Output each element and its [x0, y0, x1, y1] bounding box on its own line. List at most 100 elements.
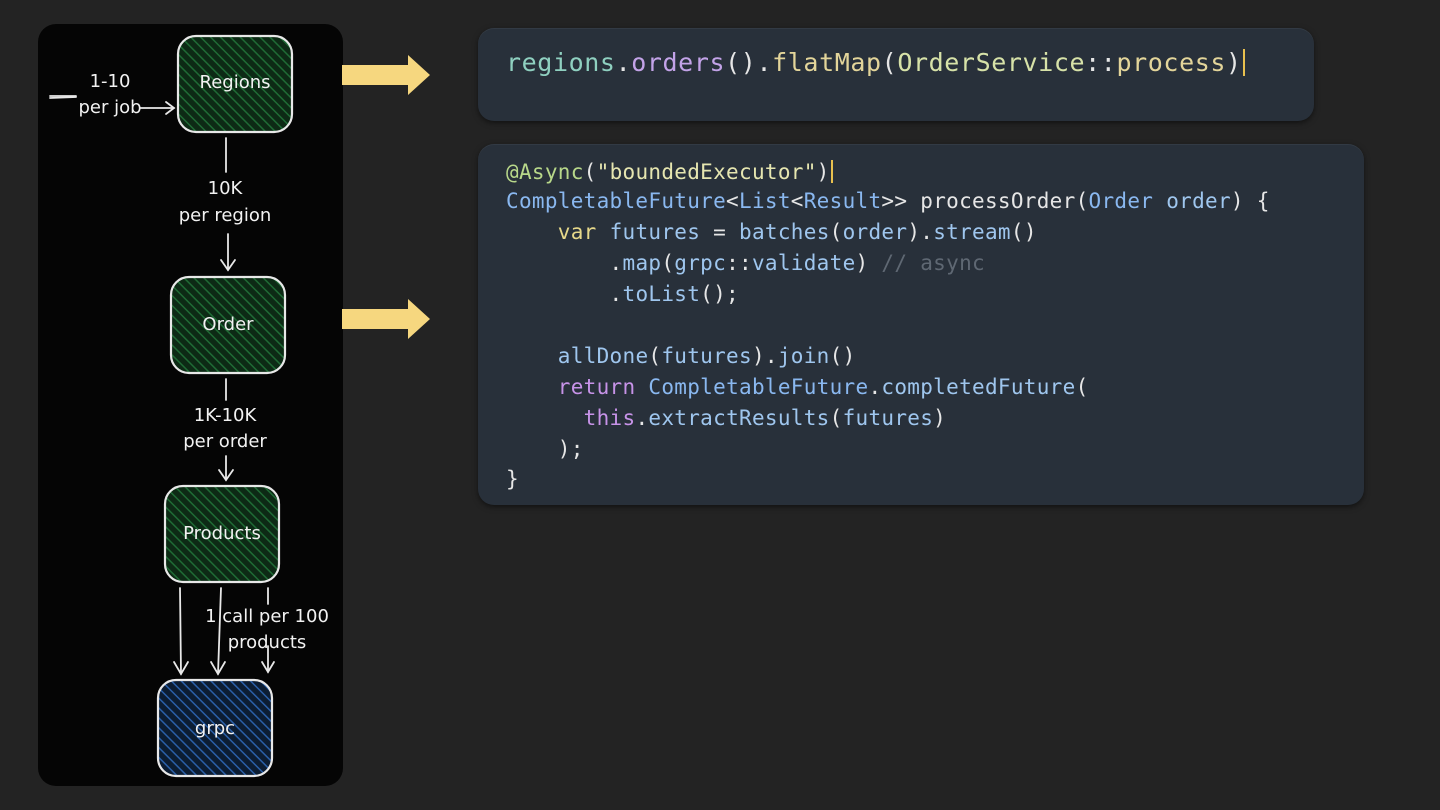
code-token: List: [739, 189, 791, 213]
code-token: =: [700, 220, 740, 244]
code-line: .map(grpc::validate) // async: [506, 251, 985, 275]
right-arrow-icon: [342, 299, 430, 339]
code-token: @Async: [506, 160, 584, 184]
edge-label-1-call-per-100: 1 call per 100: [205, 606, 329, 627]
edge-regions-to-order: [220, 137, 236, 272]
code-token: (): [829, 344, 856, 368]
code-token: (: [661, 251, 675, 275]
edge-products-to-grpc: [173, 587, 275, 676]
code-token: [506, 406, 584, 430]
code-line: allDone(futures).join(): [506, 344, 856, 368]
edge-order-to-products: [218, 378, 234, 482]
code-token: Result: [803, 189, 882, 213]
code-token: (): [1010, 220, 1037, 244]
code-token: ();: [700, 282, 740, 306]
code-token: .: [506, 282, 623, 306]
code-token: ::: [726, 251, 752, 275]
code-line: regions.orders().flatMap(OrderService::p…: [506, 48, 1245, 77]
code-token: >>: [881, 189, 921, 213]
code-token: regions: [506, 48, 616, 77]
code-token: toList: [622, 282, 701, 306]
code-token: grpc: [674, 251, 727, 275]
code-token: );: [506, 437, 584, 461]
code-token: var: [557, 220, 597, 244]
node-regions-label: Regions: [200, 72, 271, 93]
code-line: .toList();: [506, 282, 739, 306]
code-token: ::: [1085, 48, 1117, 77]
code-token: flatMap: [772, 48, 882, 77]
code-token: join: [777, 344, 830, 368]
code-token: ): [933, 406, 947, 430]
flow-diagram-panel: Regions Order Products grpc 1-10 per job: [38, 24, 343, 786]
text-cursor: [830, 160, 833, 184]
code-token: (: [829, 220, 843, 244]
code-token: [506, 344, 558, 368]
code-token: (): [725, 48, 757, 77]
code-line: );: [506, 437, 584, 461]
code-token: Order: [1088, 189, 1154, 213]
code-token: }: [506, 467, 519, 491]
code-token: .: [615, 48, 632, 77]
code-token: return: [557, 375, 636, 399]
code-token: [597, 220, 610, 244]
code-token: <: [790, 189, 804, 213]
code-token: batches: [739, 220, 830, 244]
edge-label-1k-10k: 1K-10K: [194, 405, 258, 426]
code-line: return CompletableFuture.completedFuture…: [506, 375, 1089, 399]
code-token: order: [842, 220, 908, 244]
code-token: (: [881, 48, 898, 77]
code-token: [1153, 189, 1166, 213]
text-cursor: [1242, 48, 1245, 76]
node-products: Products: [163, 484, 281, 584]
code-token: stream: [933, 220, 1011, 244]
code-token: [506, 220, 558, 244]
right-arrow-icon: [342, 55, 430, 95]
code-token: CompletableFuture: [506, 189, 727, 213]
code-snippet-process-order: @Async("boundedExecutor")CompletableFutu…: [478, 144, 1364, 505]
code-line: @Async("boundedExecutor"): [506, 160, 833, 184]
code-token: process: [1116, 48, 1227, 77]
code-token: ): [855, 251, 882, 275]
code-token: futures: [661, 344, 752, 368]
code-token: OrderService: [897, 48, 1086, 77]
code-token: allDone: [557, 344, 649, 368]
code-token: extractResults: [648, 406, 830, 430]
node-order-label: Order: [202, 314, 254, 335]
node-order: Order: [169, 275, 287, 375]
code-token: // async: [881, 251, 985, 275]
code-line: CompletableFuture<List<Result>> processO…: [506, 189, 1270, 213]
edge-label-per-region: per region: [179, 205, 272, 226]
code-token: <: [726, 189, 739, 213]
code-token: validate: [751, 251, 856, 275]
code-token: ).: [751, 344, 778, 368]
code-line: this.extractResults(futures): [506, 406, 946, 430]
code-token: .: [506, 251, 623, 275]
code-token: futures: [609, 220, 701, 244]
code-token: processOrder: [920, 189, 1076, 213]
edge-job-to-regions: [49, 95, 176, 115]
code-token: (: [1075, 189, 1089, 213]
code-token: .: [756, 48, 773, 77]
code-line: }: [506, 467, 519, 491]
node-grpc: grpc: [156, 678, 274, 778]
code-token: map: [622, 251, 662, 275]
code-token: .: [635, 406, 649, 430]
code-token: "boundedExecutor": [596, 160, 817, 184]
code-token: (: [648, 344, 662, 368]
code-token: orders: [631, 48, 726, 77]
edge-label-1-10: 1-10: [90, 71, 131, 92]
edge-label-per-job: per job: [78, 97, 141, 118]
code-token: (: [1075, 375, 1089, 399]
edge-label-products: products: [228, 632, 307, 653]
code-token: (: [583, 160, 597, 184]
code-token: CompletableFuture: [648, 375, 869, 399]
code-token: order: [1166, 189, 1231, 213]
code-token: ) {: [1230, 189, 1270, 213]
code-line: var futures = batches(order).stream(): [506, 220, 1037, 244]
code-token: ): [816, 160, 830, 184]
code-token: ): [1226, 48, 1242, 77]
edge-label-per-order: per order: [183, 431, 267, 452]
node-products-label: Products: [183, 523, 261, 544]
code-token: ).: [907, 220, 934, 244]
flow-diagram: Regions Order Products grpc 1-10 per job: [49, 34, 329, 778]
